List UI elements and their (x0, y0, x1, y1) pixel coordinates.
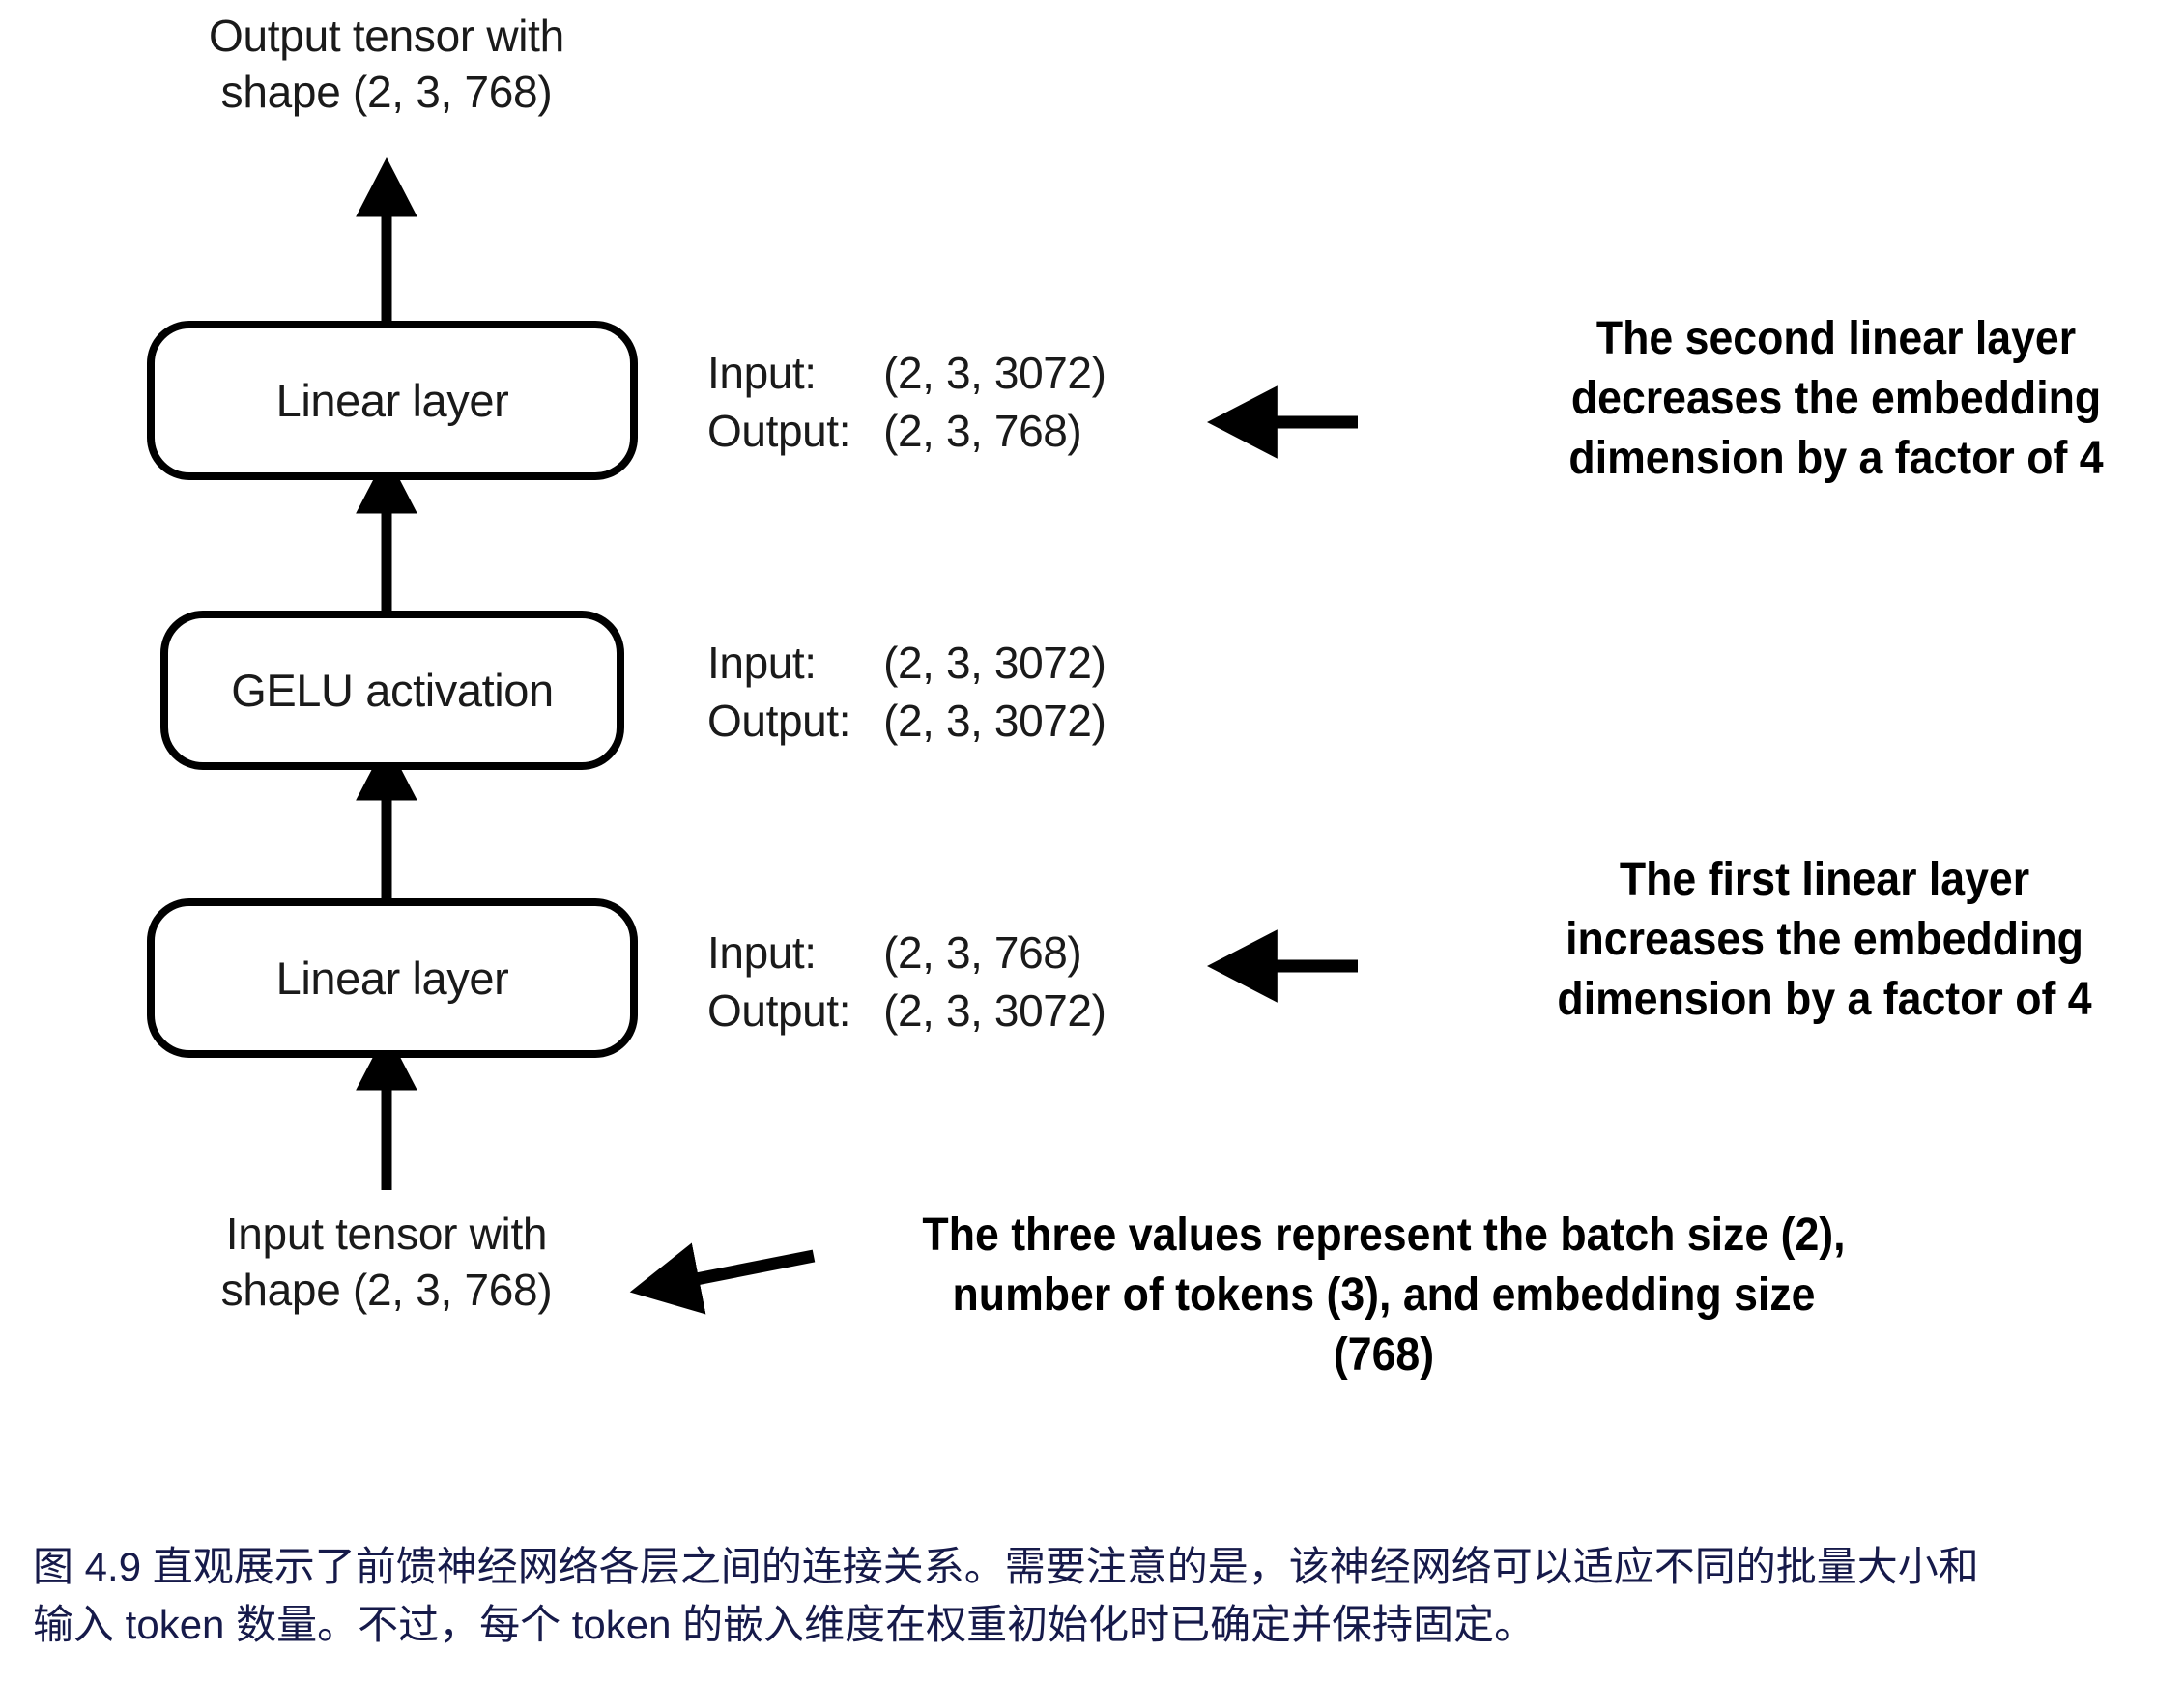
output-tensor-label: Output tensor with shape (2, 3, 768) (209, 11, 564, 117)
input-tensor-label: Input tensor with shape (2, 3, 768) (220, 1209, 553, 1315)
annotation-first-linear-layer: The first linear layer increases the emb… (1557, 854, 2092, 1025)
node-label: GELU activation (231, 665, 554, 716)
io-input-key: Input: (707, 348, 817, 398)
io-input-key: Input: (707, 927, 817, 978)
node-label: Linear layer (275, 953, 509, 1004)
io-output-value: (2, 3, 3072) (883, 696, 1106, 746)
io-spec-linear-layer-first: Input: (2, 3, 768) Output: (2, 3, 3072) (707, 926, 1106, 1038)
node-gelu-activation[interactable]: GELU activation (160, 611, 624, 770)
node-linear-layer-first[interactable]: Linear layer (147, 898, 638, 1058)
io-spec-linear-layer-second: Input: (2, 3, 3072) Output: (2, 3, 768) (707, 346, 1106, 458)
arrow-callout-three-values (629, 1242, 816, 1315)
node-label: Linear layer (275, 375, 509, 426)
annotation-three-values: The three values represent the batch siz… (922, 1210, 1846, 1381)
io-output-key: Output: (707, 985, 851, 1036)
io-input-value: (2, 3, 3072) (883, 348, 1106, 398)
caption-line-2: 输入 token 数量。不过，每个 token 的嵌入维度在权重初始化时已确定并… (33, 1602, 1536, 1647)
io-input-key: Input: (707, 638, 817, 688)
io-output-value: (2, 3, 3072) (883, 985, 1106, 1036)
figure-caption: 图 4.9 直观展示了前馈神经网络各层之间的连接关系。需要注意的是，该神经网络可… (33, 1538, 2159, 1654)
io-output-value: (2, 3, 768) (883, 406, 1082, 456)
annotation-second-linear-layer: The second linear layer decreases the em… (1568, 313, 2104, 484)
caption-line-1: 图 4.9 直观展示了前馈神经网络各层之间的连接关系。需要注意的是，该神经网络可… (33, 1544, 1979, 1589)
io-output-key: Output: (707, 696, 851, 746)
io-output-key: Output: (707, 406, 851, 456)
node-linear-layer-second[interactable]: Linear layer (147, 321, 638, 480)
io-input-value: (2, 3, 3072) (883, 638, 1106, 688)
io-spec-gelu-activation: Input: (2, 3, 3072) Output: (2, 3, 3072) (707, 636, 1106, 748)
io-input-value: (2, 3, 768) (883, 927, 1082, 978)
